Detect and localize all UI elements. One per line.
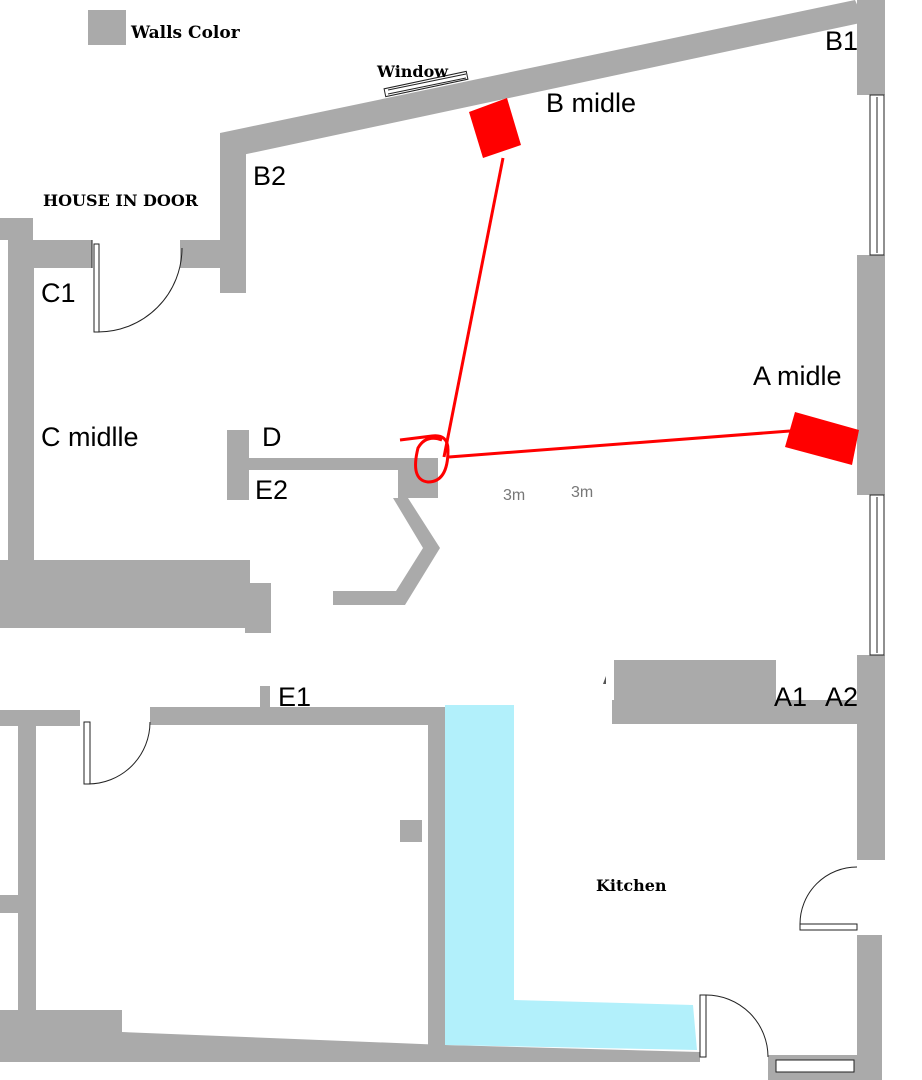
door-leaf-house xyxy=(93,243,100,333)
door-leaf-kitchen-side xyxy=(799,923,858,931)
label-d: D xyxy=(262,422,282,452)
kitchen-counter xyxy=(445,705,697,1050)
wall-lower-left xyxy=(18,710,36,1035)
wall-right-bottom xyxy=(857,935,882,1080)
door-swing-lower-room xyxy=(87,721,151,785)
legend-label: Walls Color xyxy=(130,23,241,43)
wall-a1-lower xyxy=(612,700,882,724)
wall-c-bottom-ext xyxy=(245,583,271,633)
label-c-middle: C midlle xyxy=(41,422,139,452)
label-e1: E1 xyxy=(278,682,311,712)
wall-d-post xyxy=(227,430,249,500)
door-swing-house xyxy=(97,247,183,333)
label-house-in-door: HOUSE IN DOOR xyxy=(43,191,199,210)
wall-c1-top xyxy=(0,218,33,240)
label-a1: A1 xyxy=(774,682,807,712)
door-leaf-kitchen-bottom xyxy=(699,994,707,1058)
wall-right-mid xyxy=(857,255,885,495)
wall-c-bottom xyxy=(0,560,250,628)
wall-e1-post xyxy=(260,686,270,708)
legend-swatch xyxy=(88,10,126,45)
wall-b2-vertical xyxy=(220,133,246,293)
wall-right-low xyxy=(857,655,885,860)
wall-left-outer xyxy=(8,240,34,620)
door-leaf-lower-room xyxy=(83,721,91,785)
line-listener-to-b xyxy=(442,157,505,458)
speaker-b xyxy=(469,98,521,158)
window-pane-bottom xyxy=(775,1059,855,1073)
label-c1: C1 xyxy=(41,278,76,308)
speaker-a xyxy=(785,412,859,465)
wall-right-top xyxy=(857,0,885,95)
door-swing-kitchen-bottom xyxy=(705,994,769,1058)
label-a-middle: A midle xyxy=(753,361,842,391)
label-window: Window xyxy=(376,62,449,81)
label-b1: B1 xyxy=(825,26,858,56)
label-distance-2: 3m xyxy=(571,484,593,501)
wall-partition-horizontal xyxy=(248,458,428,470)
wall-top-slanted xyxy=(220,0,865,155)
label-kitchen: Kitchen xyxy=(596,876,667,895)
line-listener-to-a xyxy=(448,429,791,459)
label-b-middle: B midle xyxy=(546,88,636,118)
label-b2: B2 xyxy=(253,161,286,191)
label-a2: A2 xyxy=(825,682,858,712)
wall-b2-stub xyxy=(180,240,246,268)
door-swing-kitchen-side xyxy=(799,866,858,925)
wall-partition-bent xyxy=(333,498,440,605)
wall-middle-left xyxy=(0,710,80,726)
wall-middle-center xyxy=(150,707,445,725)
label-distance-1: 3m xyxy=(503,487,525,504)
listener-circle xyxy=(399,434,450,484)
wall-lower-room-divider xyxy=(428,707,446,1047)
wall-bottom xyxy=(0,1010,700,1062)
label-e2: E2 xyxy=(255,475,288,505)
wall-a-mark xyxy=(603,676,606,684)
wall-lower-stub xyxy=(0,895,18,913)
column-lower xyxy=(400,820,422,842)
